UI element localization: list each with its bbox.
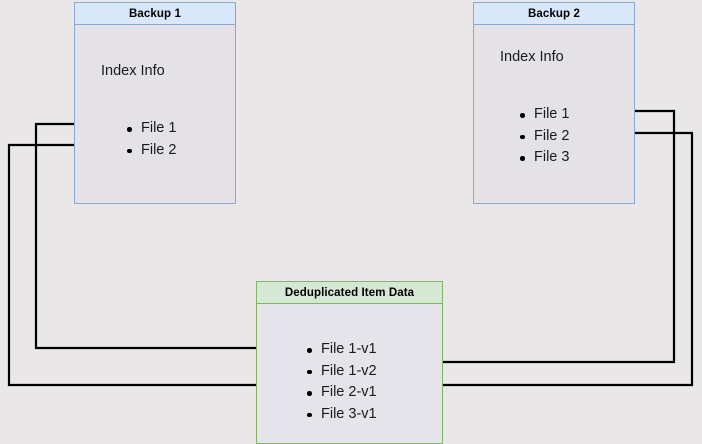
- connector-backup2-file1: [397, 109, 676, 367]
- deduplicated-item-data-box[interactable]: Deduplicated Item Data File 1-v1 File 1-…: [256, 281, 443, 444]
- list-item[interactable]: File 2: [125, 140, 176, 162]
- backup-1-box[interactable]: Backup 1 Index Info File 1 File 2: [74, 2, 236, 204]
- list-item[interactable]: File 1: [125, 118, 176, 140]
- list-item[interactable]: File 3: [518, 147, 569, 169]
- backup-2-file-list: File 1 File 2 File 3: [518, 104, 569, 169]
- deduplicated-item-list: File 1-v1 File 1-v2 File 2-v1 File 3-v1: [305, 339, 377, 425]
- backup-2-box[interactable]: Backup 2 Index Info File 1 File 2 File 3: [473, 2, 635, 204]
- list-item[interactable]: File 3-v1: [305, 404, 377, 426]
- connector-backup1-file2: [7, 143, 298, 390]
- connector-backup2-file2: [397, 131, 694, 390]
- list-item[interactable]: File 1-v2: [305, 361, 377, 383]
- list-item[interactable]: File 2: [518, 126, 569, 148]
- list-item[interactable]: File 1: [518, 104, 569, 126]
- list-item[interactable]: File 2-v1: [305, 382, 377, 404]
- backup-1-index-label: Index Info: [101, 63, 165, 79]
- deduplicated-item-data-header: Deduplicated Item Data: [257, 282, 442, 304]
- backup-1-file-list: File 1 File 2: [125, 118, 176, 161]
- backup-2-index-label: Index Info: [500, 49, 564, 65]
- backup-1-header: Backup 1: [75, 3, 235, 25]
- backup-2-header: Backup 2: [474, 3, 634, 25]
- list-item[interactable]: File 1-v1: [305, 339, 377, 361]
